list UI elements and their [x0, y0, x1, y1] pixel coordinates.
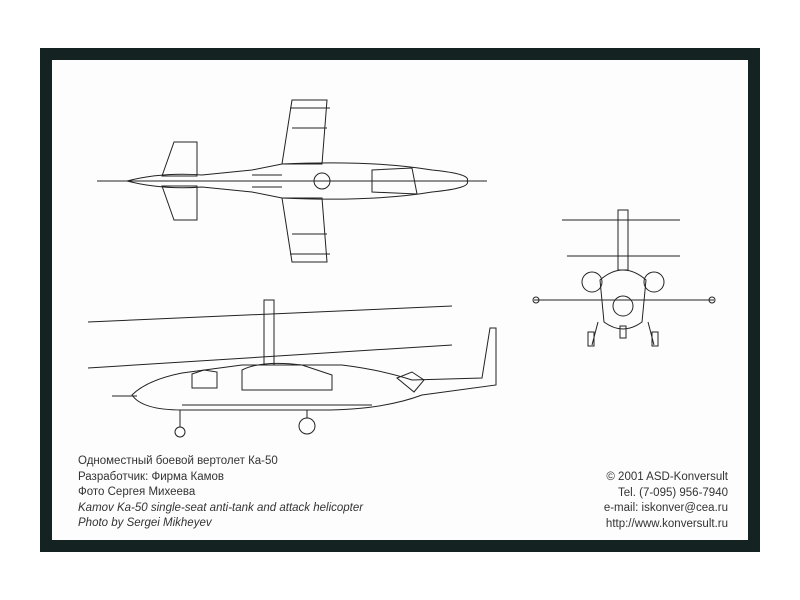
caption-en-title: Kamov Ka-50 single-seat anti-tank and at…: [78, 501, 364, 514]
caption-ru-title: Одноместный боевой вертолет Ка-50: [78, 455, 278, 467]
front-view: [532, 209, 716, 347]
ka50-three-view-drawing: [87, 99, 716, 438]
publisher-block: © 2001 ASD-Konversult Tel. (7-095) 956-7…: [604, 470, 728, 532]
website: http://www.konversult.ru: [605, 517, 728, 530]
caption-ru-developer: Разработчик: Фирма Камов: [78, 470, 225, 483]
caption-block: Одноместный боевой вертолет Ка-50 Разраб…: [78, 454, 363, 532]
top-view: [97, 99, 487, 263]
side-view: [87, 299, 497, 438]
postcard-frame: Одноместный боевой вертолет Ка-50 Разраб…: [40, 48, 760, 552]
email: e-mail: iskonver@cea.ru: [603, 502, 728, 514]
postcard-body: Одноместный боевой вертолет Ка-50 Разраб…: [52, 60, 748, 540]
caption-ru-photo: Фото Сергея Михеева: [78, 486, 196, 498]
telephone: Tel. (7-095) 956-7940: [618, 486, 728, 499]
caption-en-photo: Photo by Sergei Mikheyev: [78, 517, 212, 529]
copyright: © 2001 ASD-Konversult: [606, 471, 728, 483]
